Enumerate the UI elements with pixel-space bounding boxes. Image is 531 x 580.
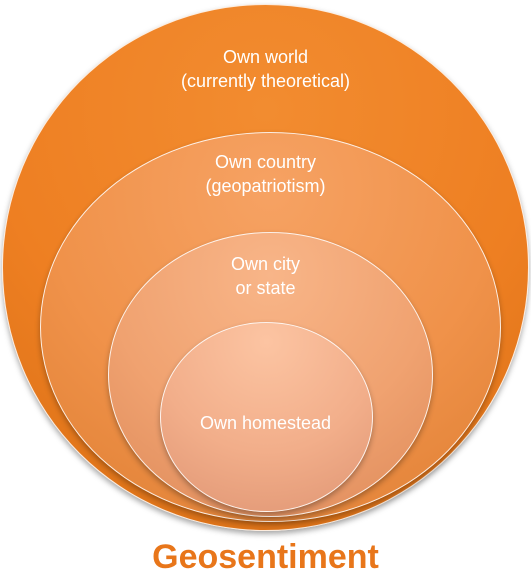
label-own-homestead-line1: Own homestead <box>199 413 332 433</box>
circle-own-homestead <box>160 322 373 512</box>
label-own-city: Own city or state <box>0 252 531 300</box>
label-own-world-line2: (currently theoretical) <box>180 71 351 91</box>
label-own-world-line1: Own world <box>222 47 309 67</box>
label-own-city-line1: Own city <box>230 254 300 274</box>
label-own-country: Own country (geopatriotism) <box>0 150 531 198</box>
diagram-title: Geosentiment <box>152 538 379 576</box>
label-own-world: Own world (currently theoretical) <box>0 45 531 93</box>
label-own-city-line2: or state <box>235 278 296 298</box>
label-own-homestead: Own homestead <box>0 411 531 435</box>
nested-circles-diagram: Own world (currently theoretical) Own co… <box>0 4 531 531</box>
label-own-country-line2: (geopatriotism) <box>205 176 326 196</box>
label-own-country-line1: Own country <box>214 152 317 172</box>
